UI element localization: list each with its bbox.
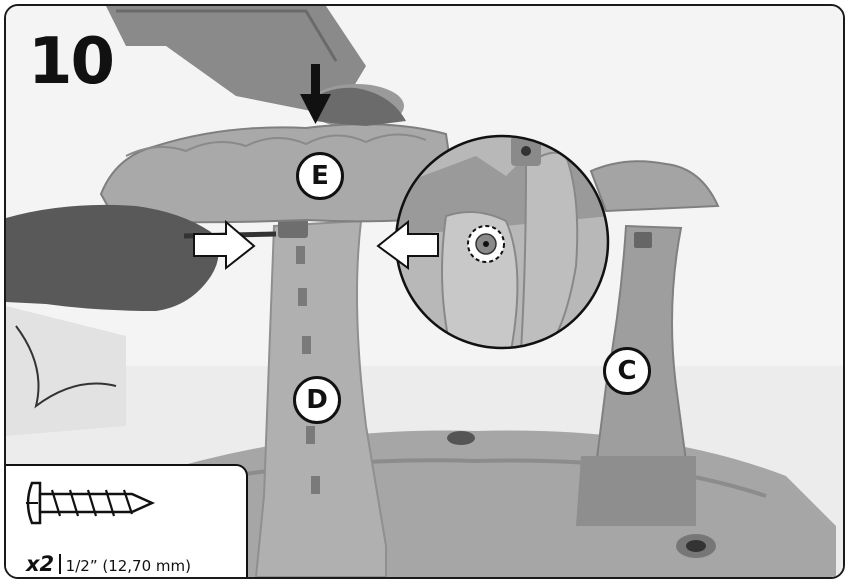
instruction-panel: 10 E D C x2 1/2” (12,70 mm) (4, 4, 845, 579)
screw-icon (20, 478, 170, 528)
hardware-callout: x2 1/2” (12,70 mm) (4, 464, 248, 579)
part-label-c: C (603, 347, 651, 395)
screw-size: 1/2” (12,70 mm) (66, 557, 191, 575)
part-label-d: D (293, 376, 341, 424)
caption-divider (59, 554, 61, 574)
screw-caption: x2 1/2” (12,70 mm) (26, 552, 191, 576)
step-number: 10 (28, 30, 113, 94)
screw-quantity: x2 (26, 552, 54, 576)
part-label-e: E (296, 152, 344, 200)
screw-hole-highlight-icon (468, 226, 504, 262)
